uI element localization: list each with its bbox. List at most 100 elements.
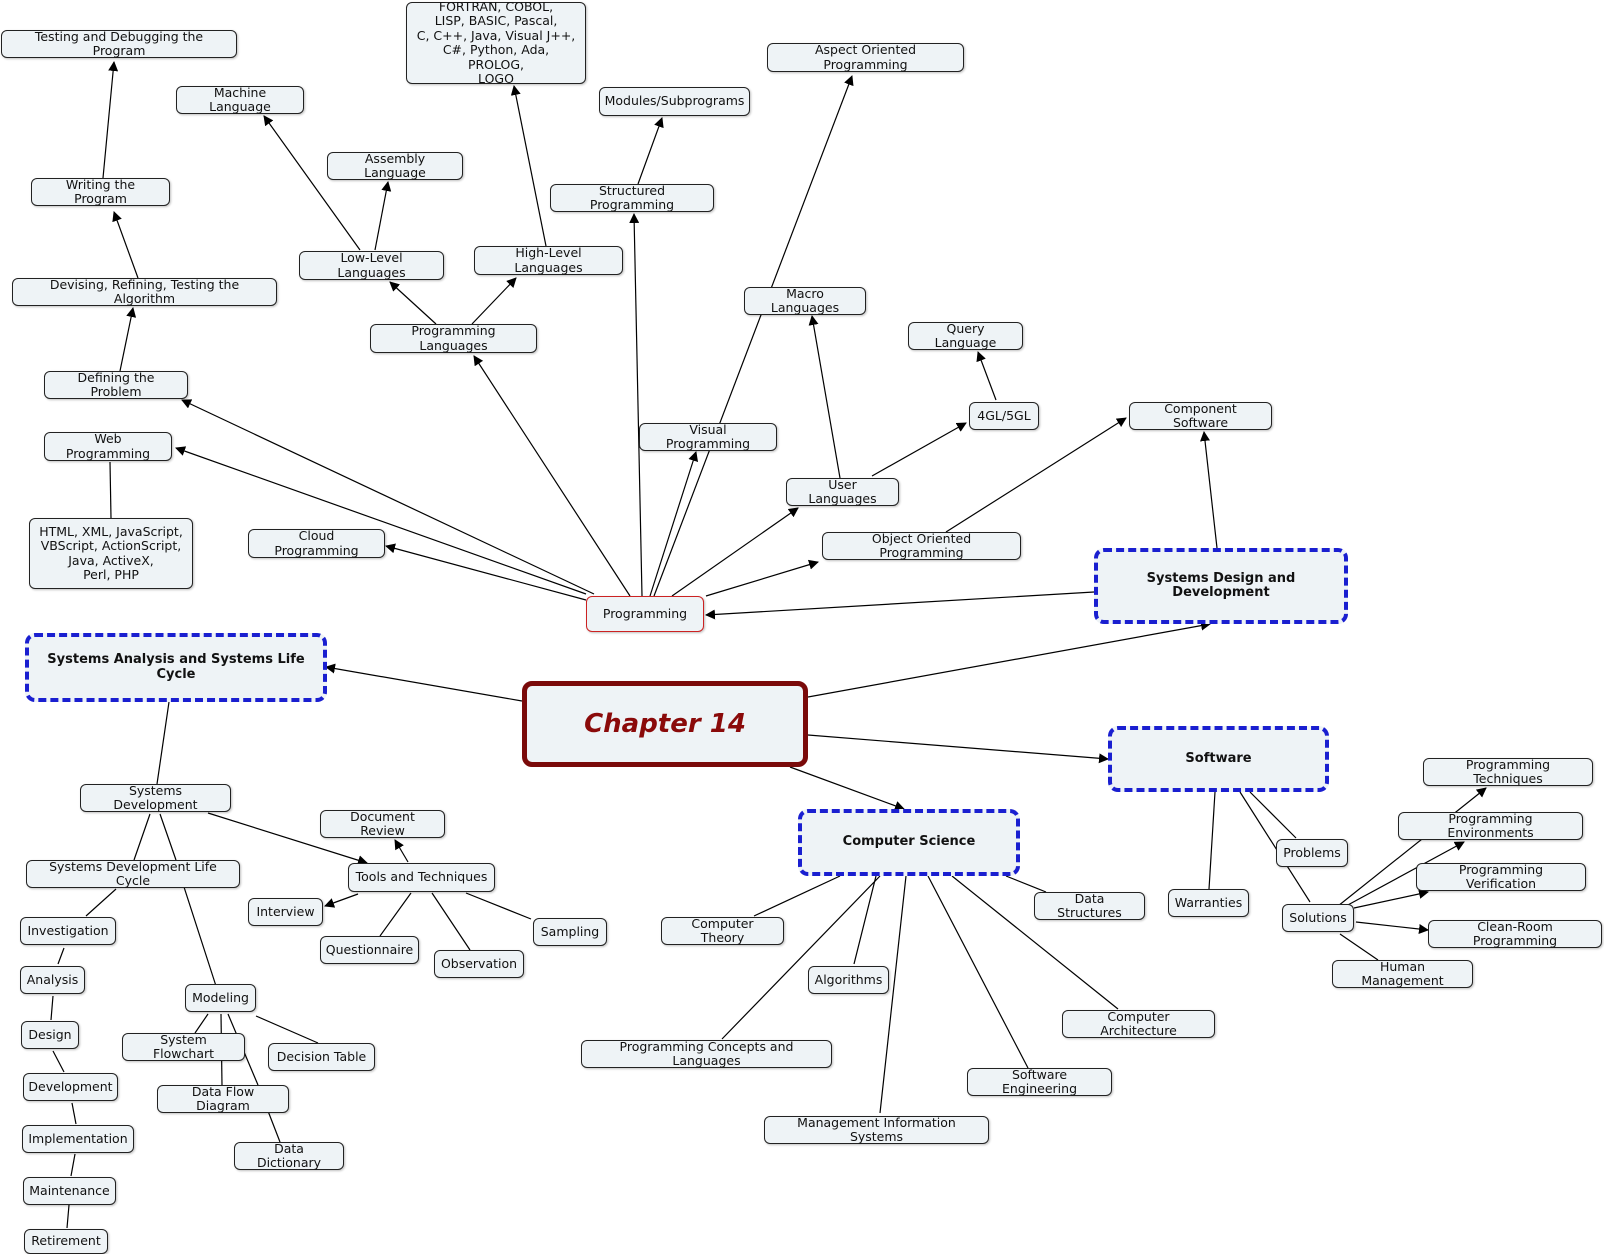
analysis-node[interactable]: Analysis bbox=[20, 966, 85, 994]
assembly-language-node[interactable]: Assembly Language bbox=[327, 151, 463, 180]
prog-concepts-node[interactable]: Programming Concepts and Languages bbox=[581, 1039, 832, 1068]
link-prog-oop bbox=[705, 559, 819, 597]
link-devising-writing bbox=[112, 211, 139, 279]
link-tools-observation bbox=[431, 892, 471, 951]
data-flow-diagram-node[interactable]: Data Flow Diagram bbox=[157, 1084, 289, 1113]
link-prog-cloud bbox=[385, 543, 587, 601]
questionnaire-node[interactable]: Questionnaire bbox=[320, 936, 419, 964]
writing-program-node[interactable]: Writing the Program bbox=[31, 177, 170, 206]
link-languages-low bbox=[389, 281, 437, 325]
link-web-list bbox=[109, 461, 112, 519]
link-root-software bbox=[807, 734, 1109, 764]
low-level-languages-node[interactable]: Low-Level Languages bbox=[299, 250, 444, 280]
tools-techniques-node[interactable]: Tools and Techniques bbox=[348, 863, 495, 892]
link-software-problems bbox=[1249, 791, 1297, 839]
structured-programming-node[interactable]: Structured Programming bbox=[550, 183, 714, 212]
data-dictionary-node[interactable]: Data Dictionary bbox=[234, 1141, 344, 1170]
object-oriented-node[interactable]: Object Oriented Programming bbox=[822, 531, 1021, 560]
aspect-oriented-node[interactable]: Aspect Oriented Programming bbox=[767, 42, 964, 72]
macro-languages-node[interactable]: Macro Languages bbox=[744, 286, 866, 315]
sampling-node[interactable]: Sampling bbox=[533, 918, 607, 946]
link-prog-languages bbox=[473, 355, 631, 597]
programming-languages-node[interactable]: Programming Languages bbox=[370, 323, 537, 353]
document-review-node[interactable]: Document Review bbox=[320, 809, 445, 838]
software-node[interactable]: Software bbox=[1108, 726, 1329, 792]
computer-theory-node[interactable]: Computer Theory bbox=[661, 916, 784, 945]
cloud-programming-node[interactable]: Cloud Programming bbox=[248, 528, 385, 558]
visual-programming-node[interactable]: Visual Programming bbox=[639, 422, 777, 451]
link-design-programming bbox=[705, 591, 1095, 620]
query-language-node[interactable]: Query Language bbox=[908, 321, 1023, 350]
high-level-languages-node[interactable]: High-Level Languages bbox=[474, 245, 623, 275]
link-modeling-flowchart bbox=[194, 1013, 209, 1034]
solutions-node[interactable]: Solutions bbox=[1282, 904, 1354, 932]
software-engineering-node[interactable]: Software Engineering bbox=[967, 1067, 1112, 1096]
link-solutions-techniques bbox=[1337, 787, 1487, 907]
systems-development-node[interactable]: Systems Development bbox=[80, 783, 231, 812]
machine-language-node[interactable]: Machine Language bbox=[176, 85, 304, 114]
link-tools-interview bbox=[324, 893, 359, 908]
link-writing-testing bbox=[102, 61, 119, 179]
link-prog-defining bbox=[181, 399, 595, 595]
link-dfd-dictionary bbox=[267, 1110, 281, 1143]
link-solutions-verification bbox=[1353, 889, 1429, 909]
modules-subprograms-node[interactable]: Modules/Subprograms bbox=[599, 87, 750, 116]
link-languages-high bbox=[471, 277, 517, 325]
systems-design-node[interactable]: Systems Design and Development bbox=[1094, 548, 1348, 624]
computer-architecture-node[interactable]: Computer Architecture bbox=[1062, 1009, 1215, 1038]
system-flowchart-node[interactable]: System Flowchart bbox=[122, 1032, 245, 1061]
systems-analysis-node[interactable]: Systems Analysis and Systems Life Cycle bbox=[25, 633, 327, 702]
modeling-node[interactable]: Modeling bbox=[185, 984, 256, 1012]
prog-techniques-node[interactable]: Programming Techniques bbox=[1423, 757, 1593, 786]
testing-debugging-node[interactable]: Testing and Debugging the Program bbox=[1, 29, 237, 58]
sdlc-node[interactable]: Systems Development Life Cycle bbox=[26, 859, 240, 888]
link-cs-algorithms bbox=[853, 875, 877, 965]
algorithms-node[interactable]: Algorithms bbox=[808, 966, 889, 994]
web-programming-node[interactable]: Web Programming bbox=[44, 431, 172, 461]
link-solutions-human bbox=[1339, 933, 1379, 961]
link-prog-aspect bbox=[653, 75, 854, 597]
prog-environments-node[interactable]: Programming Environments bbox=[1398, 811, 1583, 840]
link-investigation-analysis bbox=[57, 947, 65, 965]
warranties-node[interactable]: Warranties bbox=[1168, 889, 1249, 917]
user-languages-node[interactable]: User Languages bbox=[786, 477, 899, 506]
computer-science-node[interactable]: Computer Science bbox=[798, 809, 1020, 876]
devising-algorithm-node[interactable]: Devising, Refining, Testing the Algorith… bbox=[12, 277, 277, 306]
link-tools-sampling bbox=[465, 892, 532, 920]
maintenance-node[interactable]: Maintenance bbox=[23, 1177, 116, 1205]
development-node[interactable]: Development bbox=[23, 1073, 118, 1101]
retirement-node[interactable]: Retirement bbox=[24, 1229, 108, 1254]
defining-problem-node[interactable]: Defining the Problem bbox=[44, 370, 188, 399]
design-node[interactable]: Design bbox=[21, 1021, 79, 1049]
decision-table-node[interactable]: Decision Table bbox=[268, 1043, 375, 1071]
link-cs-mis bbox=[879, 875, 907, 1114]
link-user-gl bbox=[871, 422, 967, 477]
implementation-node[interactable]: Implementation bbox=[22, 1125, 134, 1153]
human-management-node[interactable]: Human Management bbox=[1332, 959, 1473, 988]
link-cs-architecture bbox=[951, 875, 1119, 1010]
link-implementation-maintenance bbox=[70, 1153, 76, 1177]
web-languages-node[interactable]: HTML, XML, JavaScript, VBScript, ActionS… bbox=[29, 518, 193, 589]
component-software-node[interactable]: Component Software bbox=[1129, 401, 1272, 430]
prog-verification-node[interactable]: Programming Verification bbox=[1416, 862, 1586, 891]
link-structured-modules bbox=[637, 117, 664, 185]
high-level-list-node[interactable]: FORTRAN, COBOL, LISP, BASIC, Pascal, C, … bbox=[406, 0, 586, 86]
link-sysdev-sdlc-a bbox=[133, 813, 151, 861]
chapter-14-node[interactable]: Chapter 14 bbox=[522, 681, 808, 767]
programming-node[interactable]: Programming bbox=[586, 596, 704, 632]
mis-node[interactable]: Management Information Systems bbox=[764, 1115, 989, 1144]
observation-node[interactable]: Observation bbox=[434, 950, 524, 978]
clean-room-node[interactable]: Clean-Room Programming bbox=[1428, 919, 1602, 948]
link-analysis-design bbox=[50, 995, 54, 1021]
4gl-5gl-node[interactable]: 4GL/5GL bbox=[969, 402, 1039, 430]
link-software-warranties bbox=[1208, 791, 1216, 890]
investigation-node[interactable]: Investigation bbox=[20, 917, 116, 945]
problems-node[interactable]: Problems bbox=[1276, 839, 1348, 867]
link-analysis-sysdev bbox=[156, 701, 170, 785]
link-design-development bbox=[52, 1050, 65, 1073]
link-software-solutions bbox=[1239, 791, 1311, 903]
interview-node[interactable]: Interview bbox=[248, 898, 323, 926]
data-structures-node[interactable]: Data Structures bbox=[1034, 891, 1145, 920]
link-prog-visual bbox=[649, 451, 699, 597]
